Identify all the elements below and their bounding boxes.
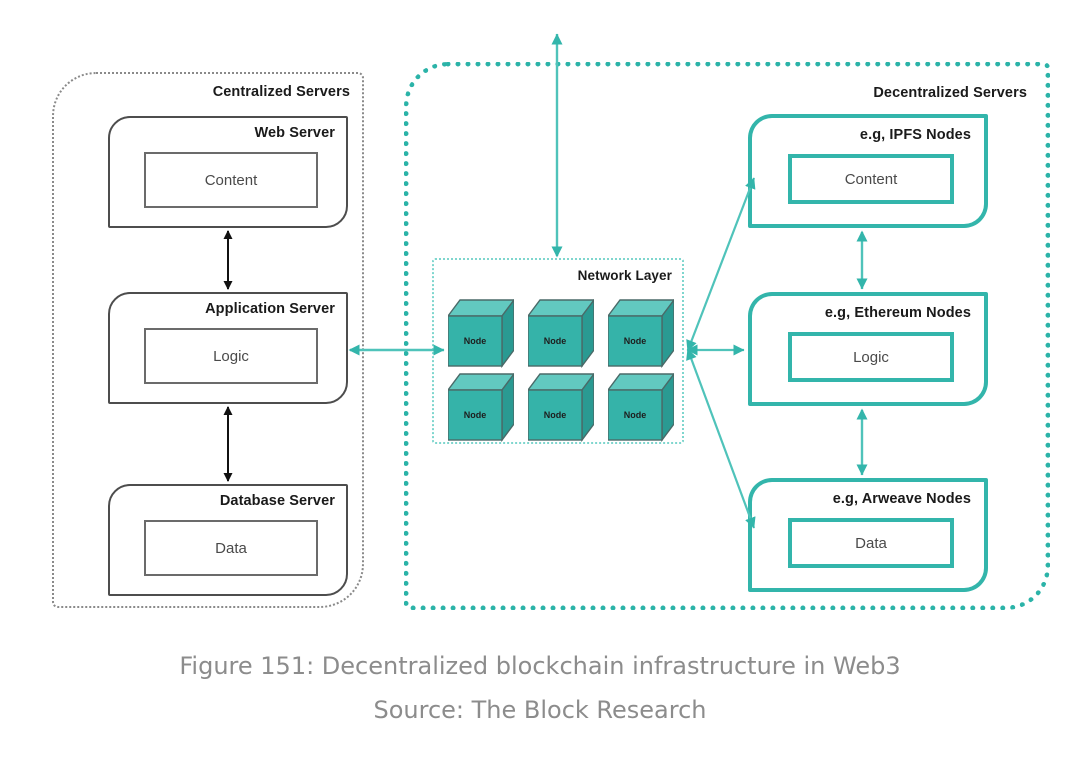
- ipfs-nodes-box: e.g, IPFS Nodes Content: [748, 114, 988, 228]
- centralized-servers-group: Centralized Servers: [52, 72, 364, 608]
- ethereum-nodes-box: e.g, Ethereum Nodes Logic: [748, 292, 988, 406]
- ipfs-nodes-inner-label: Content: [844, 170, 898, 188]
- figure-source: Source: The Block Research: [373, 696, 707, 724]
- application-server-title: Application Server: [205, 301, 335, 317]
- database-server-title: Database Server: [219, 493, 335, 509]
- network-node-cube: Node: [608, 370, 674, 444]
- web-server-inner-box: Content: [144, 152, 318, 208]
- network-layer-label: Network Layer: [577, 268, 672, 283]
- arweave-nodes-inner-box: Data: [788, 518, 954, 568]
- database-server-box: Database Server Data: [108, 484, 348, 596]
- ethereum-nodes-inner-label: Logic: [853, 348, 889, 366]
- ipfs-nodes-inner-box: Content: [788, 154, 954, 204]
- web-server-title: Web Server: [254, 125, 335, 141]
- network-node-cube: Node: [528, 370, 594, 444]
- database-server-inner-label: Data: [215, 539, 247, 557]
- database-server-inner-box: Data: [144, 520, 318, 576]
- network-node-cube: Node: [448, 296, 514, 370]
- decentralized-servers-label: Decentralized Servers: [873, 85, 1027, 101]
- web-server-box: Web Server Content: [108, 116, 348, 228]
- ethereum-nodes-inner-box: Logic: [788, 332, 954, 382]
- figure-caption: Figure 151: Decentralized blockchain inf…: [179, 652, 901, 680]
- network-node-cube: Node: [448, 370, 514, 444]
- web-server-inner-label: Content: [204, 171, 258, 189]
- ethereum-nodes-title: e.g, Ethereum Nodes: [824, 305, 971, 321]
- arweave-nodes-inner-label: Data: [855, 534, 887, 552]
- arweave-nodes-box: e.g, Arweave Nodes Data: [748, 478, 988, 592]
- network-node-cube: Node: [608, 296, 674, 370]
- network-node-cube: Node: [528, 296, 594, 370]
- application-server-inner-box: Logic: [144, 328, 318, 384]
- centralized-servers-label: Centralized Servers: [212, 84, 350, 100]
- ipfs-nodes-title: e.g, IPFS Nodes: [859, 127, 971, 143]
- application-server-box: Application Server Logic: [108, 292, 348, 404]
- application-server-inner-label: Logic: [213, 347, 249, 365]
- decentralized-servers-group: Decentralized Servers: [404, 62, 1050, 610]
- arweave-nodes-title: e.g, Arweave Nodes: [832, 491, 971, 507]
